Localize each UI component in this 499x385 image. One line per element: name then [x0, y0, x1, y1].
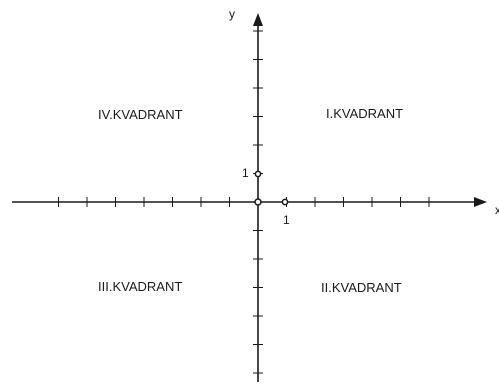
x-axis-arrow	[474, 197, 487, 207]
x-axis-ticks	[58, 197, 430, 207]
y-axis-label: y	[229, 7, 235, 21]
x-axis-label: x	[495, 203, 499, 217]
quadrant-1-label: I.KVADRANT	[326, 106, 403, 121]
quadrant-3-label: III.KVADRANT	[98, 279, 182, 294]
y-axis-arrow	[253, 13, 263, 26]
y-axis-ticks	[253, 30, 263, 374]
quadrant-2-label: II.KVADRANT	[321, 280, 402, 295]
x-unit-point	[281, 198, 289, 206]
quadrant-4-label: IV.KVADRANT	[98, 107, 183, 122]
y-unit-point	[254, 170, 262, 178]
x-unit-label: 1	[283, 213, 290, 227]
y-unit-label: 1	[242, 166, 249, 180]
origin-point	[254, 198, 262, 206]
